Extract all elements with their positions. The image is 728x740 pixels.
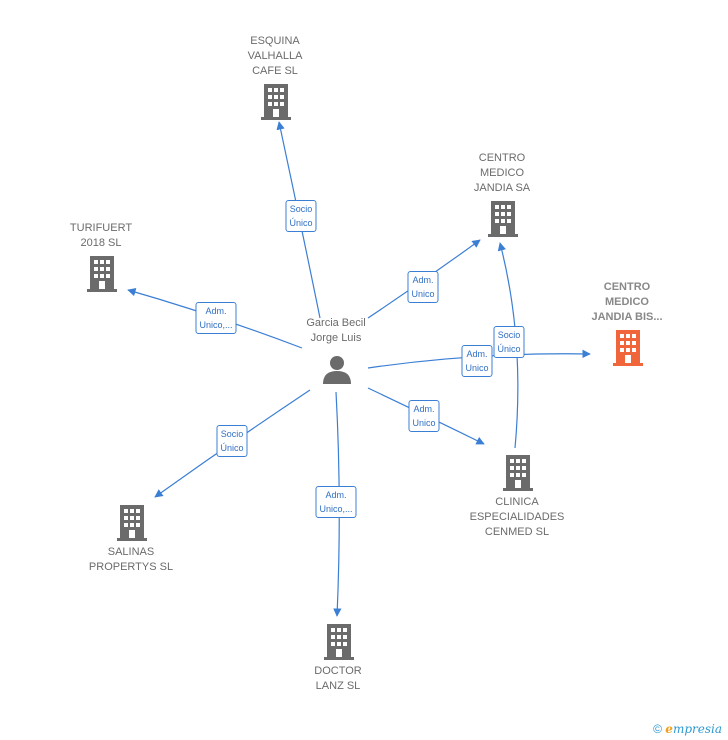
building-icon[interactable]: [503, 455, 533, 491]
node-label-cmjbis[interactable]: CENTRO MEDICO JANDIA BIS...: [591, 281, 663, 323]
footer-brand[interactable]: © empresia: [653, 722, 722, 736]
building-icon[interactable]: [324, 624, 354, 660]
node-label-esquina[interactable]: ESQUINA VALHALLA CAFE SL: [247, 35, 303, 77]
building-icon[interactable]: [613, 330, 643, 366]
node-label-cmjsa[interactable]: CENTRO MEDICO JANDIA SA: [473, 152, 531, 194]
brand-name: mpresia: [672, 722, 722, 736]
node-label-turifuert[interactable]: TURIFUERT 2018 SL: [69, 222, 133, 249]
building-icon[interactable]: [117, 505, 147, 541]
node-label-doctor[interactable]: DOCTOR LANZ SL: [314, 665, 362, 692]
copyright-icon: ©: [653, 722, 662, 736]
node-label-clinica[interactable]: CLINICA ESPECIALIDADES CENMED SL: [469, 496, 565, 538]
relation-label-salinas[interactable]: Socio Único: [216, 425, 248, 457]
node-label-salinas[interactable]: SALINAS PROPERTYS SL: [88, 546, 174, 573]
relation-label-cmjbis-adm[interactable]: Adm. Unico: [461, 345, 493, 377]
relation-label-doctor[interactable]: Adm. Unico,...: [315, 486, 357, 518]
building-icon[interactable]: [87, 256, 117, 292]
relation-label-turifuert[interactable]: Adm. Unico,...: [195, 302, 237, 334]
relation-label-cmjsa[interactable]: Adm. Unico: [407, 271, 439, 303]
brand-logo-e: e: [665, 722, 673, 736]
person-icon[interactable]: [322, 354, 352, 384]
relation-label-esquina[interactable]: Socio Único: [285, 200, 317, 232]
building-icon[interactable]: [488, 201, 518, 237]
relation-label-clinica[interactable]: Adm. Unico: [408, 400, 440, 432]
center-person-label[interactable]: Garcia Becil Jorge Luis: [306, 317, 366, 344]
relation-label-cmjbis-socio[interactable]: Socio Único: [493, 326, 525, 358]
building-icon[interactable]: [261, 84, 291, 120]
